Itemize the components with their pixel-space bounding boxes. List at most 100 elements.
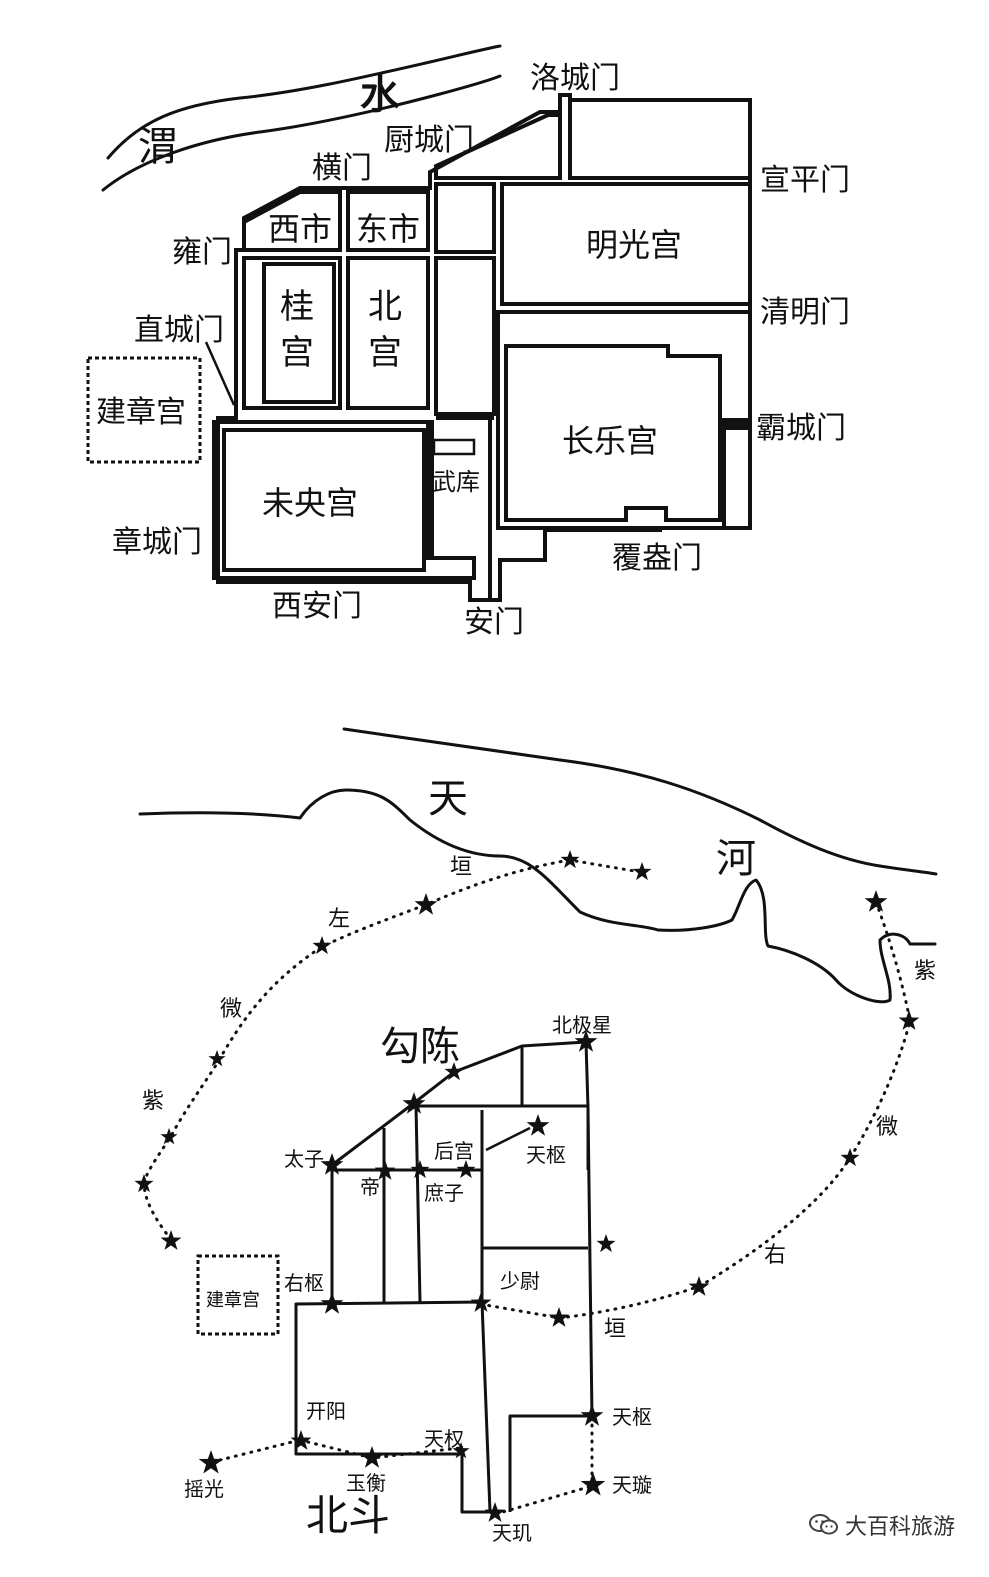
area-mingguang: 明光宫 xyxy=(586,226,682,264)
wechat-icon xyxy=(808,1513,839,1537)
star-right-wall-3 xyxy=(840,1148,860,1167)
left-wall-char-3: 微 xyxy=(220,997,242,1022)
tianshu-top-label: 天枢 xyxy=(526,1143,566,1167)
area-gui-char-1: 桂 xyxy=(280,287,314,327)
right-wall-char-2: 微 xyxy=(876,1115,898,1140)
zhicheng-gate-pointer xyxy=(204,341,236,406)
gate-chucheng: 厨城门 xyxy=(384,123,474,158)
beidou-label: 北斗 xyxy=(306,1491,390,1540)
gate-yong: 雍门 xyxy=(172,235,232,270)
star-yuheng xyxy=(360,1446,384,1468)
area-weiyang: 未央宫 xyxy=(262,484,358,522)
tianhe-char-tian: 天 xyxy=(428,776,468,822)
xishi-block xyxy=(242,190,342,252)
tianshu-label: 天枢 xyxy=(612,1405,652,1429)
gate-luocheng: 洛城门 xyxy=(530,61,620,96)
jianzhang-star-dashed xyxy=(196,1254,280,1336)
gate-xuanping: 宣平门 xyxy=(760,163,850,198)
block-strip-1 xyxy=(434,182,496,254)
river-char-shui: 水 xyxy=(360,72,401,118)
hougong-label: 后宫 xyxy=(434,1139,474,1163)
ziwei-wall-right xyxy=(478,900,912,1320)
shaowei-label: 少尉 xyxy=(500,1269,540,1293)
beidou-dotted-3 xyxy=(494,1416,594,1516)
tianhe-upper-boundary xyxy=(342,727,938,876)
area-gui-char-2: 宫 xyxy=(280,333,314,373)
chucheng-strip xyxy=(434,113,562,180)
area-wuku: 武库 xyxy=(432,468,480,496)
yaoguang-label: 摇光 xyxy=(184,1477,224,1501)
star-tianshu-top xyxy=(526,1114,550,1136)
star-map: 天 河 垣 左 微 紫 紫 微 右 垣 勾陈 北极星 太子 帝 庶子 后宫 天枢… xyxy=(134,727,938,1545)
hougong-pointer xyxy=(485,1126,531,1152)
tianhe-lower-boundary xyxy=(138,788,937,1004)
area-changle: 长乐宫 xyxy=(562,422,658,460)
left-wall-char-4: 紫 xyxy=(142,1089,164,1114)
area-jianzhang: 建章宫 xyxy=(96,395,186,430)
star-tianxuan xyxy=(580,1472,606,1496)
kaiyang-label: 开阳 xyxy=(306,1399,346,1423)
star-yaoguang xyxy=(198,1450,224,1474)
youshu-label: 右枢 xyxy=(284,1271,324,1295)
right-wall-char-4: 垣 xyxy=(604,1317,626,1342)
tianji-label: 天玑 xyxy=(492,1521,532,1545)
tianquan-label: 天权 xyxy=(424,1427,464,1451)
area-xishi: 西市 xyxy=(268,210,332,248)
star-left-wall-8 xyxy=(160,1230,182,1250)
weiyang-palace-block xyxy=(222,428,426,572)
weiyang-outer-block xyxy=(212,420,476,580)
shuzi-label: 庶子 xyxy=(424,1181,464,1205)
gate-heng: 横门 xyxy=(312,151,372,186)
gate-zhangcheng: 章城门 xyxy=(112,525,202,560)
changle-outer-block xyxy=(496,310,752,530)
mingguang-palace-block xyxy=(500,182,752,306)
star-right-misc xyxy=(596,1234,616,1253)
left-wall-char-1: 垣 xyxy=(450,855,472,880)
jianzhang-star-label: 建章宫 xyxy=(206,1290,260,1311)
beidou-dotted-1 xyxy=(210,1438,302,1464)
gate-an: 安门 xyxy=(464,605,524,640)
star-right-wall-1 xyxy=(864,890,888,912)
gouchen-bar-6 xyxy=(414,1105,422,1303)
block-strip-2 xyxy=(434,256,496,416)
gouchen-label: 勾陈 xyxy=(380,1024,460,1070)
star-left-wall-4 xyxy=(312,936,332,955)
wuku-rect xyxy=(432,438,476,456)
gate-qingming: 清明门 xyxy=(760,295,850,330)
changle-palace-block xyxy=(504,344,722,522)
yuheng-label: 玉衡 xyxy=(346,1471,386,1495)
wei-river-north-bank xyxy=(106,44,502,160)
area-dongshi: 东市 xyxy=(356,210,420,248)
star-youshu xyxy=(320,1292,344,1314)
gate-bacheng: 霸城门 xyxy=(756,411,846,446)
right-wall-char-3: 右 xyxy=(764,1243,786,1268)
area-bei-char-1: 北 xyxy=(368,287,402,327)
jianzhang-palace-dashed xyxy=(86,356,202,464)
gate-xian: 西安门 xyxy=(272,589,362,624)
tianhe-char-he: 河 xyxy=(716,836,756,882)
tianxuan-label: 天璇 xyxy=(612,1473,652,1497)
river-char-wei: 渭 xyxy=(138,124,178,170)
bei-palace-block xyxy=(346,256,430,410)
area-bei-char-2: 宫 xyxy=(368,333,402,373)
beiji-label: 北极星 xyxy=(552,1013,612,1037)
taizi-label: 太子 xyxy=(284,1147,324,1171)
star-left-wall-2 xyxy=(632,862,652,881)
right-wall-char-1: 紫 xyxy=(914,959,936,984)
left-wall-char-2: 左 xyxy=(328,907,350,932)
star-kaiyang xyxy=(290,1430,312,1450)
block-ne-top xyxy=(568,98,752,180)
star-left-wall-3 xyxy=(414,893,438,915)
watermark: 大百科旅游 xyxy=(808,1509,955,1541)
beidou-handle xyxy=(508,1414,592,1512)
gate-fuang: 覆盎门 xyxy=(612,541,702,576)
dongshi-block xyxy=(346,190,430,252)
gate-zhicheng: 直城门 xyxy=(134,313,224,348)
star-right-wall-4 xyxy=(688,1276,710,1296)
city-plan: 渭 水 洛城门 厨城门 横门 宣平门 雍门 直城门 清明门 霸城门 章城门 西安… xyxy=(86,44,850,640)
gui-palace-inner xyxy=(262,262,336,404)
gui-palace-outer xyxy=(242,256,342,410)
wei-river-south-bank xyxy=(101,74,502,192)
di-label: 帝 xyxy=(360,1175,380,1199)
